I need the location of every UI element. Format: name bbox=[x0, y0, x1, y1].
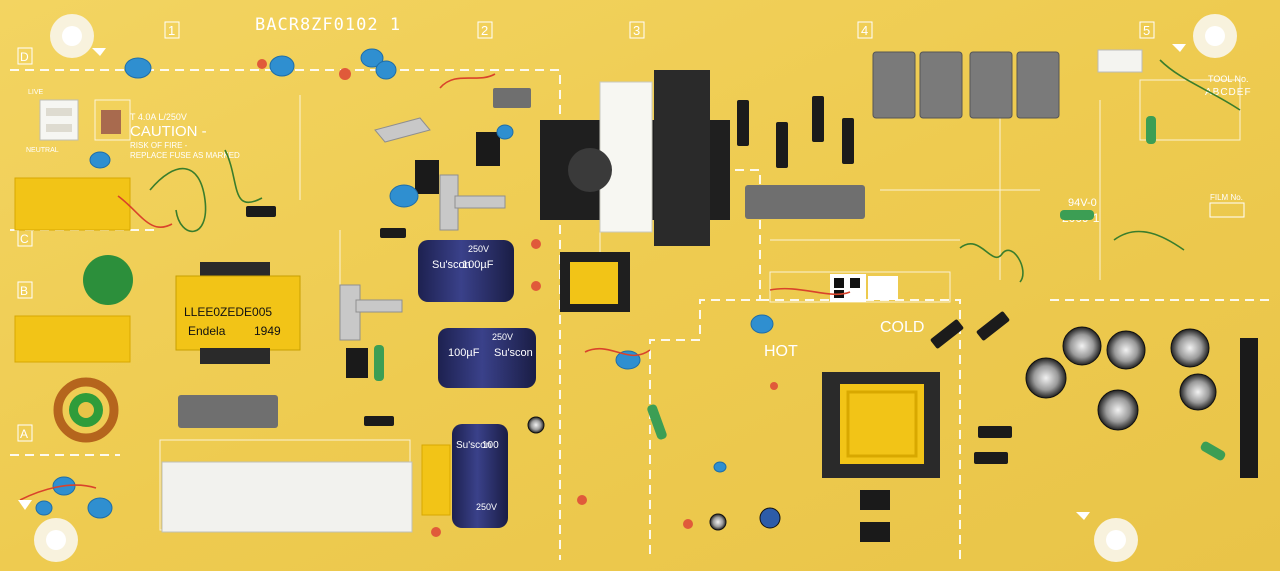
cap3-brand: Su'scon bbox=[456, 440, 491, 451]
fuse-warning-2: REPLACE FUSE AS MARKED bbox=[130, 151, 240, 160]
diodes bbox=[246, 96, 1012, 464]
cap2-brand: Su'scon bbox=[494, 347, 533, 359]
transformer-brand: Endela bbox=[188, 324, 226, 338]
film-label: FILM No. bbox=[1210, 193, 1243, 202]
grid-col-3: 3 bbox=[633, 23, 640, 38]
bulk-capacitor-3: Su'scon 100 250V bbox=[452, 424, 508, 528]
cap1-value: 100µF bbox=[462, 259, 494, 271]
grid-col-1: 1 bbox=[168, 23, 175, 38]
tool-label: TOOL No. bbox=[1208, 74, 1249, 84]
cap2-voltage: 250V bbox=[492, 332, 513, 342]
cap1-brand: Su'scon bbox=[432, 259, 471, 271]
pfc-transformer: LLEE0ZEDE005 Endela 1949 bbox=[175, 262, 301, 364]
grid-row-a: A bbox=[20, 427, 28, 441]
film-capacitors bbox=[14, 177, 451, 516]
grid-row-b: B bbox=[20, 284, 28, 298]
gray-components bbox=[178, 88, 865, 428]
ics bbox=[860, 338, 1258, 542]
grid-col-5: 5 bbox=[1143, 23, 1150, 38]
transformer-part: LLEE0ZEDE005 bbox=[184, 305, 272, 319]
corner-arrows bbox=[18, 44, 1186, 520]
thermistor bbox=[83, 255, 133, 305]
cap3-voltage: 250V bbox=[476, 502, 497, 512]
grid-col-4: 4 bbox=[861, 23, 868, 38]
heatsinks bbox=[339, 117, 506, 341]
fuse-rating: T 4.0A L/250V bbox=[130, 112, 187, 122]
small-resistors bbox=[257, 59, 778, 537]
relays bbox=[872, 51, 1060, 119]
marker-scribbles bbox=[19, 59, 1241, 501]
mounting-holes bbox=[34, 14, 1237, 562]
board-part-number: BACR8ZF0102 1 bbox=[255, 15, 401, 35]
grid-col-2: 2 bbox=[481, 23, 488, 38]
rating-mark: 94V-0 bbox=[1068, 197, 1097, 209]
caution-heading: CAUTION - bbox=[130, 123, 207, 140]
cap1-voltage: 250V bbox=[468, 244, 489, 254]
output-connector-top bbox=[1097, 49, 1143, 73]
grid-column-labels: 1 2 3 4 5 bbox=[164, 21, 1155, 39]
grid-row-labels: D C B A bbox=[17, 47, 33, 442]
main-transformer bbox=[540, 70, 730, 246]
bridge-rectifier-module bbox=[161, 461, 413, 533]
cap2-value: 100µF bbox=[448, 347, 480, 359]
ac-input-connector: LIVE NEUTRAL bbox=[26, 89, 79, 154]
bulk-capacitor-2: Su'scon 100µF 250V bbox=[438, 328, 536, 388]
secondary-capacitors bbox=[527, 326, 1217, 531]
transformer-code: 1949 bbox=[254, 324, 281, 338]
ceramic-capacitors bbox=[35, 48, 774, 519]
grid-row-d: D bbox=[20, 50, 29, 64]
hot-label: HOT bbox=[764, 343, 798, 360]
output-transformer bbox=[822, 372, 940, 478]
green-resistors bbox=[374, 116, 1226, 461]
live-label: LIVE bbox=[28, 89, 44, 96]
neutral-label: NEUTRAL bbox=[26, 147, 59, 154]
bulk-capacitor-1: Su'scon 100µF 250V bbox=[418, 240, 514, 302]
tool-letters: ABCDEF bbox=[1205, 87, 1252, 98]
cold-label: COLD bbox=[880, 319, 924, 336]
fuse bbox=[101, 110, 121, 134]
grid-row-c: C bbox=[20, 232, 29, 246]
standby-transformer bbox=[560, 252, 630, 312]
barcode-label bbox=[830, 274, 898, 302]
mosfets bbox=[346, 132, 500, 378]
fuse-warning-1: RISK OF FIRE - bbox=[130, 141, 188, 150]
toroid-choke bbox=[53, 377, 119, 443]
cap3-value: 100 bbox=[482, 440, 499, 451]
